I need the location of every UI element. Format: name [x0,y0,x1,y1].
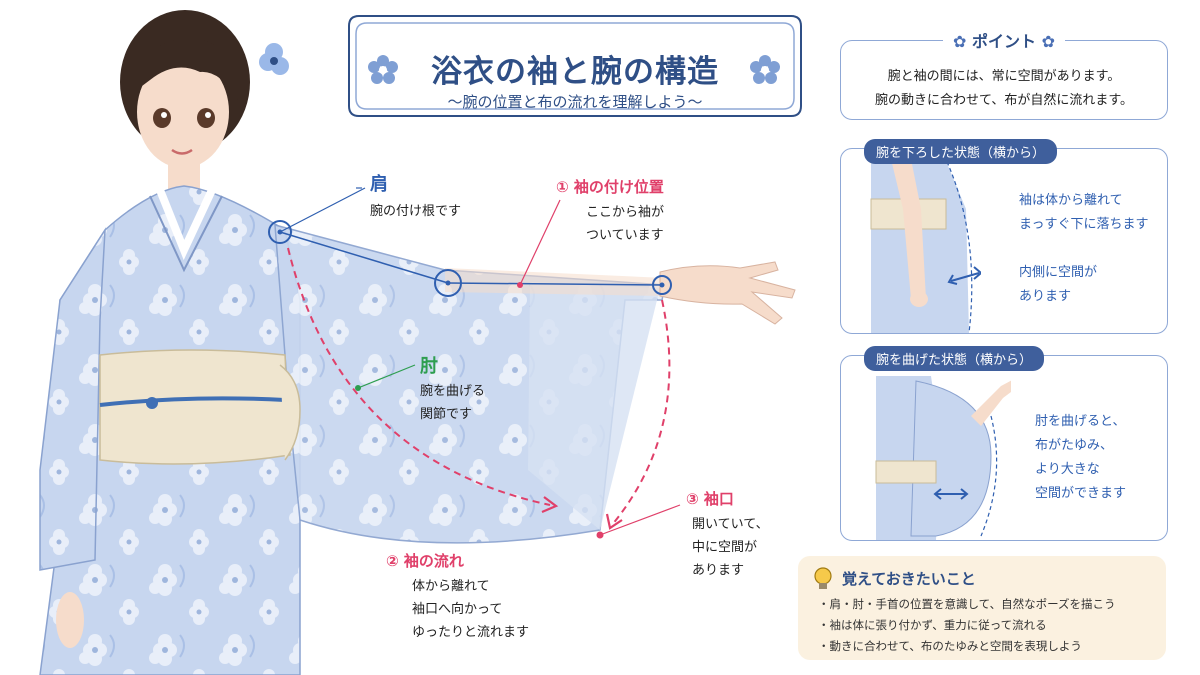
title-frame: 浴衣の袖と腕の構造 〜腕の位置と布の流れを理解しよう〜 [345,12,805,120]
elbow-label: 肘 腕を曲げる 関節です [420,356,486,422]
arm-down-note-2: 内側に空間が あります [1019,265,1098,304]
face [137,56,229,168]
arm-bent-note: 肘を曲げると、 布がたゆみ、 より大きな 空間ができます [1035,414,1127,501]
shoulder-elbow-line [279,231,449,284]
point-line-1: 腕と袖の間には、常に空間があります。 [887,69,1121,84]
remember-item-1: ・肩・肘・手首の位置を意識して、自然なポーズを描こう [818,597,1116,611]
arm-down-illustration [870,149,981,333]
panel-arm-down-tab: 腕を下ろした状態（横から） [864,139,1058,164]
point-line-2: 腕の動きに合わせて、布が自然に流れます。 [874,93,1134,108]
elbow-wrist-line [447,282,663,286]
arm-bent-illustration [875,376,1011,540]
elbow-joint-marker [434,269,462,297]
lightbulb-icon [814,567,832,589]
remember-item-3: ・動きに合わせて、布のたゆみと空間を表現しよう [818,639,1082,653]
page-title: 浴衣の袖と腕の構造 [431,54,719,90]
remember-title: 覚えておきたいこと [842,570,976,588]
title-flower-right-icon [750,55,780,84]
obi [99,349,291,465]
page-subtitle: 〜腕の位置と布の流れを理解しよう〜 [447,93,703,111]
cuff-arrow [611,299,671,526]
wrist-joint-marker [652,275,672,295]
point-heading: ✿ ポイント ✿ [840,28,1168,52]
remember-item-2: ・袖は体に張り付かず、重力に従って流れる [818,618,1047,632]
panel-arm-bent-tab: 腕を曲げた状態（横から） [864,346,1045,371]
cuff-label: ③ 袖口 開いていて、 中に空間が あります [686,490,769,578]
shoulder-label: 肩 腕の付け根です [370,174,462,219]
main-illustration [39,10,796,675]
point-flower-left-icon: ✿ [953,32,967,51]
panel-arm-down: 袖は体から離れて まっすぐ下に落ちます 内側に空間が あります [840,148,1168,334]
point-box: 腕と袖の間には、常に空間があります。 腕の動きに合わせて、布が自然に流れます。 [840,40,1168,120]
hand [659,261,796,325]
title-flower-left-icon [368,55,398,84]
remember-box: 覚えておきたいこと ・肩・肘・手首の位置を意識して、自然なポーズを描こう ・袖は… [798,556,1166,660]
flow-label: ② 袖の流れ 体から離れて 袖口へ向かって ゆったりと流れます [386,552,530,640]
arm-down-note-1: 袖は体から離れて まっすぐ下に落ちます [1019,193,1149,232]
panel-arm-bent: 肘を曲げると、 布がたゆみ、 より大きな 空間ができます [840,355,1168,541]
attach-label: ① 袖の付け位置 ここから袖が ついています [556,178,665,243]
point-flower-right-icon: ✿ [1041,32,1055,51]
hair-flower-icon [259,43,289,75]
point-heading-text: ポイント [971,32,1036,51]
shoulder-joint-marker [268,220,292,244]
flow-arrow [287,247,551,506]
